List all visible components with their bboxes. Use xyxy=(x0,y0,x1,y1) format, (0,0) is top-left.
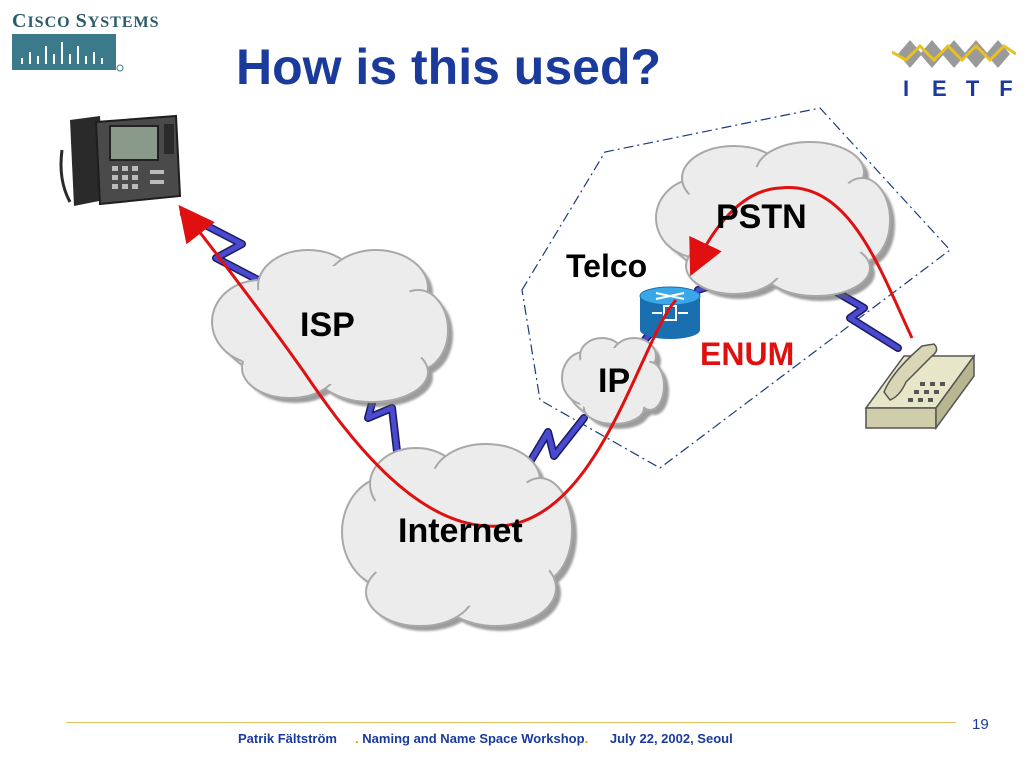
cisco-logo-text: CISCO SYSTEMS xyxy=(12,10,160,32)
telco-boundary xyxy=(521,107,951,469)
link-phone-isp xyxy=(180,210,266,286)
cisco-bridge-logo-icon xyxy=(12,34,124,72)
isp-cloud xyxy=(211,249,449,403)
footer-text: Patrik Fältström . Naming and Name Space… xyxy=(238,731,733,746)
internet-cloud xyxy=(341,443,573,627)
ip-label: IP xyxy=(598,362,631,400)
page-number: 19 xyxy=(972,716,989,733)
footer-event: Naming and Name Space Workshop xyxy=(362,731,585,746)
link-pstn-phone xyxy=(822,282,902,352)
telco-label: Telco xyxy=(566,248,648,284)
footer-author: Patrik Fältström xyxy=(238,731,337,746)
ietf-logo-icon xyxy=(892,40,1016,68)
router-icon xyxy=(639,286,701,339)
enum-label: ENUM xyxy=(700,336,795,372)
footer-separator: . xyxy=(355,731,359,746)
footer-date: July 22, 2002, Seoul xyxy=(609,731,733,746)
pstn-label: PSTN xyxy=(716,198,807,236)
footer-separator: . xyxy=(584,731,589,746)
ip-phone-icon xyxy=(59,114,182,206)
slide-title: How is this used? xyxy=(236,39,662,95)
call-path-to-pstn xyxy=(689,186,914,339)
analog-phone-icon xyxy=(864,343,976,431)
isp-label: ISP xyxy=(300,306,355,344)
network-diagram xyxy=(59,107,976,627)
internet-label: Internet xyxy=(398,512,523,550)
call-path-to-ip-phone xyxy=(178,204,678,528)
ip-cloud xyxy=(561,337,665,425)
link-internet-ip xyxy=(526,414,588,466)
footer-divider xyxy=(66,722,956,723)
